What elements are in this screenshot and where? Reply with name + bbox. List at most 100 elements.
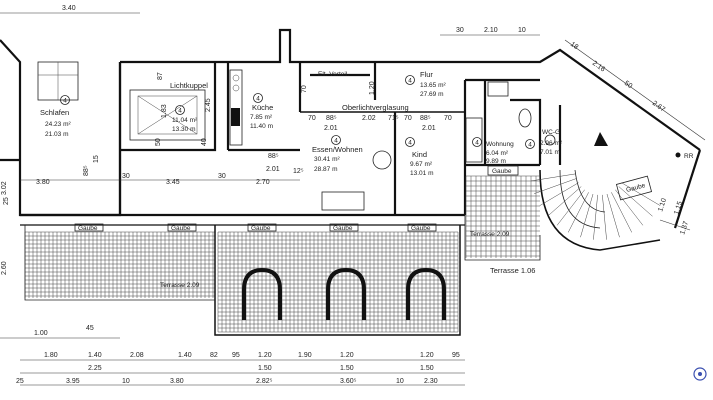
svg-text:88⁵: 88⁵ (326, 115, 337, 122)
svg-text:11.04 m²: 11.04 m² (172, 117, 198, 124)
svg-text:1.20: 1.20 (420, 352, 434, 359)
room-label-wc: 4 WC-G 2.96 m² 7.01 m (525, 129, 563, 156)
svg-text:4: 4 (408, 140, 412, 147)
dimension-lines (0, 12, 706, 386)
svg-text:10: 10 (396, 378, 404, 385)
svg-text:13.01 m: 13.01 m (410, 170, 434, 177)
svg-text:1.20: 1.20 (340, 352, 354, 359)
room-label-elt: Elt. Verteil. (318, 71, 349, 78)
svg-text:4: 4 (63, 98, 67, 105)
svg-text:30: 30 (456, 27, 464, 34)
bed-furniture (37, 61, 79, 101)
svg-text:21.03 m: 21.03 m (45, 131, 69, 138)
svg-text:4: 4 (256, 96, 260, 103)
svg-text:1.20: 1.20 (369, 81, 376, 95)
svg-text:1.00: 1.00 (34, 330, 48, 337)
svg-text:2.16: 2.16 (591, 60, 606, 74)
svg-text:1.37: 1.37 (679, 220, 690, 235)
svg-text:Lichtkuppel: Lichtkuppel (170, 81, 208, 90)
lichtkuppel-frame (129, 89, 206, 141)
room-label-gaube-bottom: Gaube (492, 168, 512, 175)
svg-text:50: 50 (155, 138, 162, 146)
svg-text:2.08: 2.08 (130, 352, 144, 359)
svg-text:87: 87 (157, 72, 164, 80)
svg-text:10: 10 (122, 378, 130, 385)
room-label-kind: 4 Kind 9.67 m² 13.01 m (405, 137, 434, 177)
svg-text:3.02: 3.02 (1, 181, 8, 195)
svg-text:2.96 m²: 2.96 m² (540, 140, 563, 147)
svg-text:2.30: 2.30 (424, 378, 438, 385)
svg-text:Küche: Küche (252, 103, 273, 112)
svg-text:3.60⁵: 3.60⁵ (340, 378, 357, 385)
svg-text:Wohnung: Wohnung (486, 141, 514, 148)
svg-text:88⁵: 88⁵ (268, 153, 279, 160)
room-label-flur: 4 Flur 13.65 m² 27.69 m (405, 70, 446, 98)
svg-text:70: 70 (444, 115, 452, 122)
room-label-terrasse1: Terrasse 1.06 (490, 266, 535, 275)
svg-text:88⁵: 88⁵ (83, 165, 90, 176)
room-label-wohnung: 4 Wohnung 6.04 m² 9.89 m (472, 137, 514, 165)
svg-text:4: 4 (178, 108, 182, 115)
svg-text:18: 18 (569, 41, 579, 51)
stair-direction-marker (594, 132, 608, 146)
svg-text:2.70: 2.70 (256, 179, 270, 186)
svg-text:2.82⁵: 2.82⁵ (256, 378, 273, 385)
spiral-staircase (530, 169, 661, 251)
svg-text:1.90: 1.90 (298, 352, 312, 359)
svg-text:Essen/Wohnen: Essen/Wohnen (312, 145, 363, 154)
room-label-schlafen: 4 Schlafen 24.23 m² 21.03 m (40, 95, 71, 138)
svg-text:4: 4 (475, 140, 479, 147)
svg-text:9.67 m²: 9.67 m² (410, 161, 433, 168)
room-label-terrasse2: Terrasse 2.09 (160, 282, 200, 289)
svg-text:13.65 m²: 13.65 m² (420, 82, 446, 89)
svg-text:1.40: 1.40 (178, 352, 192, 359)
svg-text:Schlafen: Schlafen (40, 108, 69, 117)
svg-text:71⁵: 71⁵ (388, 115, 399, 122)
svg-text:3.40: 3.40 (62, 5, 76, 12)
top-dimensions: 3.40 30 2.10 10 18 2.16 50 2.67 1.10 1.1… (62, 5, 690, 236)
svg-text:27.69 m: 27.69 m (420, 91, 444, 98)
svg-text:13.30 m: 13.30 m (172, 126, 196, 133)
svg-text:11.40 m: 11.40 m (250, 123, 273, 130)
svg-text:2.02: 2.02 (362, 115, 376, 122)
svg-text:7.01 m: 7.01 m (540, 149, 560, 156)
svg-text:82: 82 (210, 352, 218, 359)
room-label-kueche: 4 Küche 7.85 m² 11.40 m (250, 93, 273, 130)
gaube-label-5: Gaube (411, 225, 431, 232)
svg-text:1.83: 1.83 (161, 104, 168, 118)
svg-text:Kind: Kind (412, 150, 427, 159)
inner-dimensions: 87 2.45 1.83 50 40 70 1.20 70 88⁵ 2.01 2… (1, 72, 452, 275)
svg-text:4: 4 (334, 138, 338, 145)
arches (242, 267, 446, 320)
svg-text:2.67: 2.67 (651, 100, 666, 114)
dining-table (321, 150, 392, 211)
svg-text:1.50: 1.50 (258, 365, 272, 372)
svg-text:88⁵: 88⁵ (420, 115, 431, 122)
interior-walls (118, 62, 562, 215)
room-label-oberlicht: Oberlichtverglasung (342, 103, 409, 112)
svg-text:45: 45 (86, 325, 94, 332)
svg-text:2.45: 2.45 (205, 98, 212, 112)
svg-text:3.80: 3.80 (36, 179, 50, 186)
rr-label: RR (684, 153, 694, 160)
svg-text:2.01: 2.01 (324, 125, 338, 132)
svg-text:50: 50 (623, 80, 633, 90)
svg-text:70: 70 (404, 115, 412, 122)
svg-text:1.10: 1.10 (657, 197, 668, 212)
gaube-label-2: Gaube (171, 225, 191, 232)
svg-text:70: 70 (308, 115, 316, 122)
svg-text:40: 40 (201, 138, 208, 146)
svg-text:1.20: 1.20 (258, 352, 272, 359)
svg-text:95: 95 (232, 352, 240, 359)
room-label-lichtkuppel: Lichtkuppel 4 11.04 m² 13.30 m (170, 81, 208, 133)
svg-text:70: 70 (301, 85, 308, 93)
terrace-hatching (24, 175, 540, 333)
svg-text:3.80: 3.80 (170, 378, 184, 385)
svg-text:4: 4 (408, 78, 412, 85)
svg-text:3.95: 3.95 (66, 378, 80, 385)
svg-text:15: 15 (93, 155, 100, 163)
svg-text:25: 25 (16, 378, 24, 385)
svg-text:1.50: 1.50 (420, 365, 434, 372)
gaube-boxes (74, 165, 653, 232)
